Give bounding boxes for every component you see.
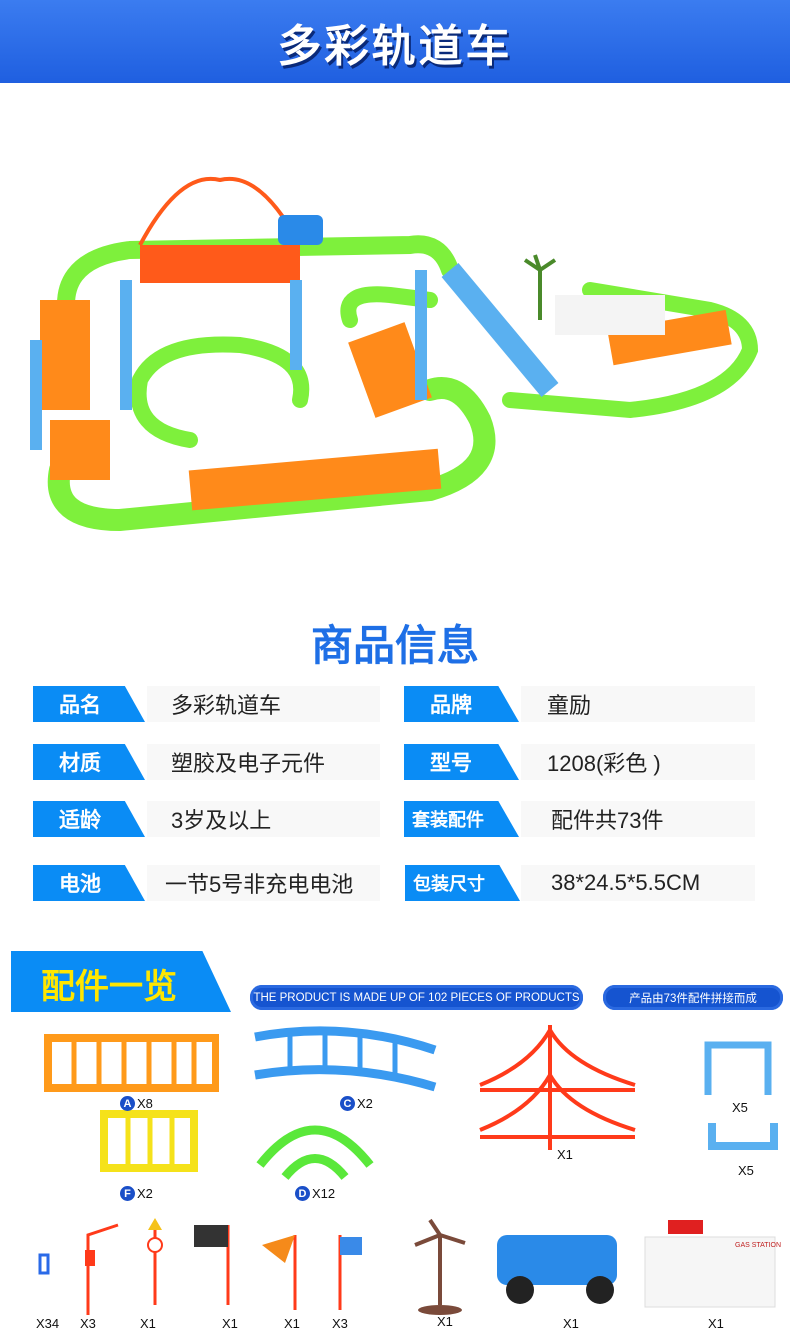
product-info-title: 商品信息: [310, 622, 479, 669]
part-qty: X1: [563, 1316, 579, 1331]
parts-title: 配件一览: [11, 951, 231, 1012]
info-row: 材质 塑胶及电子元件 型号 1208(彩色 ): [0, 744, 790, 780]
track-set-photo: [30, 176, 759, 532]
info-value: 配件共73件: [521, 801, 755, 837]
part-qty: X1: [222, 1316, 238, 1331]
blue-base: [708, 1123, 778, 1150]
accessories: GAS STATION: [38, 1218, 781, 1315]
part-qty: X5: [738, 1163, 754, 1178]
part-qty: X3: [332, 1316, 348, 1331]
pieces-cn-pill: 产品由73件配件拼接而成: [603, 985, 783, 1010]
info-label: 型号: [404, 744, 519, 780]
info-label: 套装配件: [404, 801, 519, 837]
part-qty: X1: [284, 1316, 300, 1331]
info-label: 包装尺寸: [405, 865, 520, 901]
info-label: 材质: [33, 744, 145, 780]
info-value: 38*24.5*5.5CM: [521, 865, 755, 901]
part-qty: X1: [708, 1316, 724, 1331]
info-value: 塑胶及电子元件: [147, 744, 380, 780]
info-label: 适龄: [33, 801, 145, 837]
yellow-short-track: [100, 1110, 198, 1172]
blue-wave-track: [254, 1026, 437, 1092]
gas-station-sign: GAS STATION: [735, 1242, 781, 1249]
info-label: 品名: [33, 686, 145, 722]
page-title: 多彩轨道车: [277, 21, 513, 71]
info-value: 3岁及以上: [147, 801, 380, 837]
part-qty: X34: [36, 1316, 60, 1331]
info-row: 品名 多彩轨道车 品牌 童励: [0, 686, 790, 722]
part-qty: X1: [437, 1314, 453, 1329]
info-value: 1208(彩色 ): [521, 744, 755, 780]
part-qty: X3: [80, 1316, 96, 1331]
red-bridge: [479, 1025, 636, 1150]
info-value: 一节5号非充电电池: [147, 865, 380, 901]
part-qty: X1: [140, 1316, 156, 1331]
blue-pillar: [704, 1041, 772, 1095]
pieces-en-pill: THE PRODUCT IS MADE UP OF 102 PIECES OF …: [250, 985, 583, 1010]
orange-straight-track: [44, 1034, 219, 1092]
info-row: 电池 一节5号非充电电池 包装尺寸 38*24.5*5.5CM: [0, 865, 790, 901]
part-qty: X5: [732, 1100, 748, 1115]
info-value: 多彩轨道车: [147, 686, 380, 722]
green-curve-track: [256, 1125, 374, 1180]
info-value: 童励: [521, 686, 755, 722]
info-label: 电池: [33, 865, 145, 901]
info-row: 适龄 3岁及以上 套装配件 配件共73件: [0, 801, 790, 837]
part-qty: X1: [557, 1147, 573, 1162]
header-banner: 多彩轨道车: [0, 0, 790, 83]
info-label: 品牌: [404, 686, 519, 722]
